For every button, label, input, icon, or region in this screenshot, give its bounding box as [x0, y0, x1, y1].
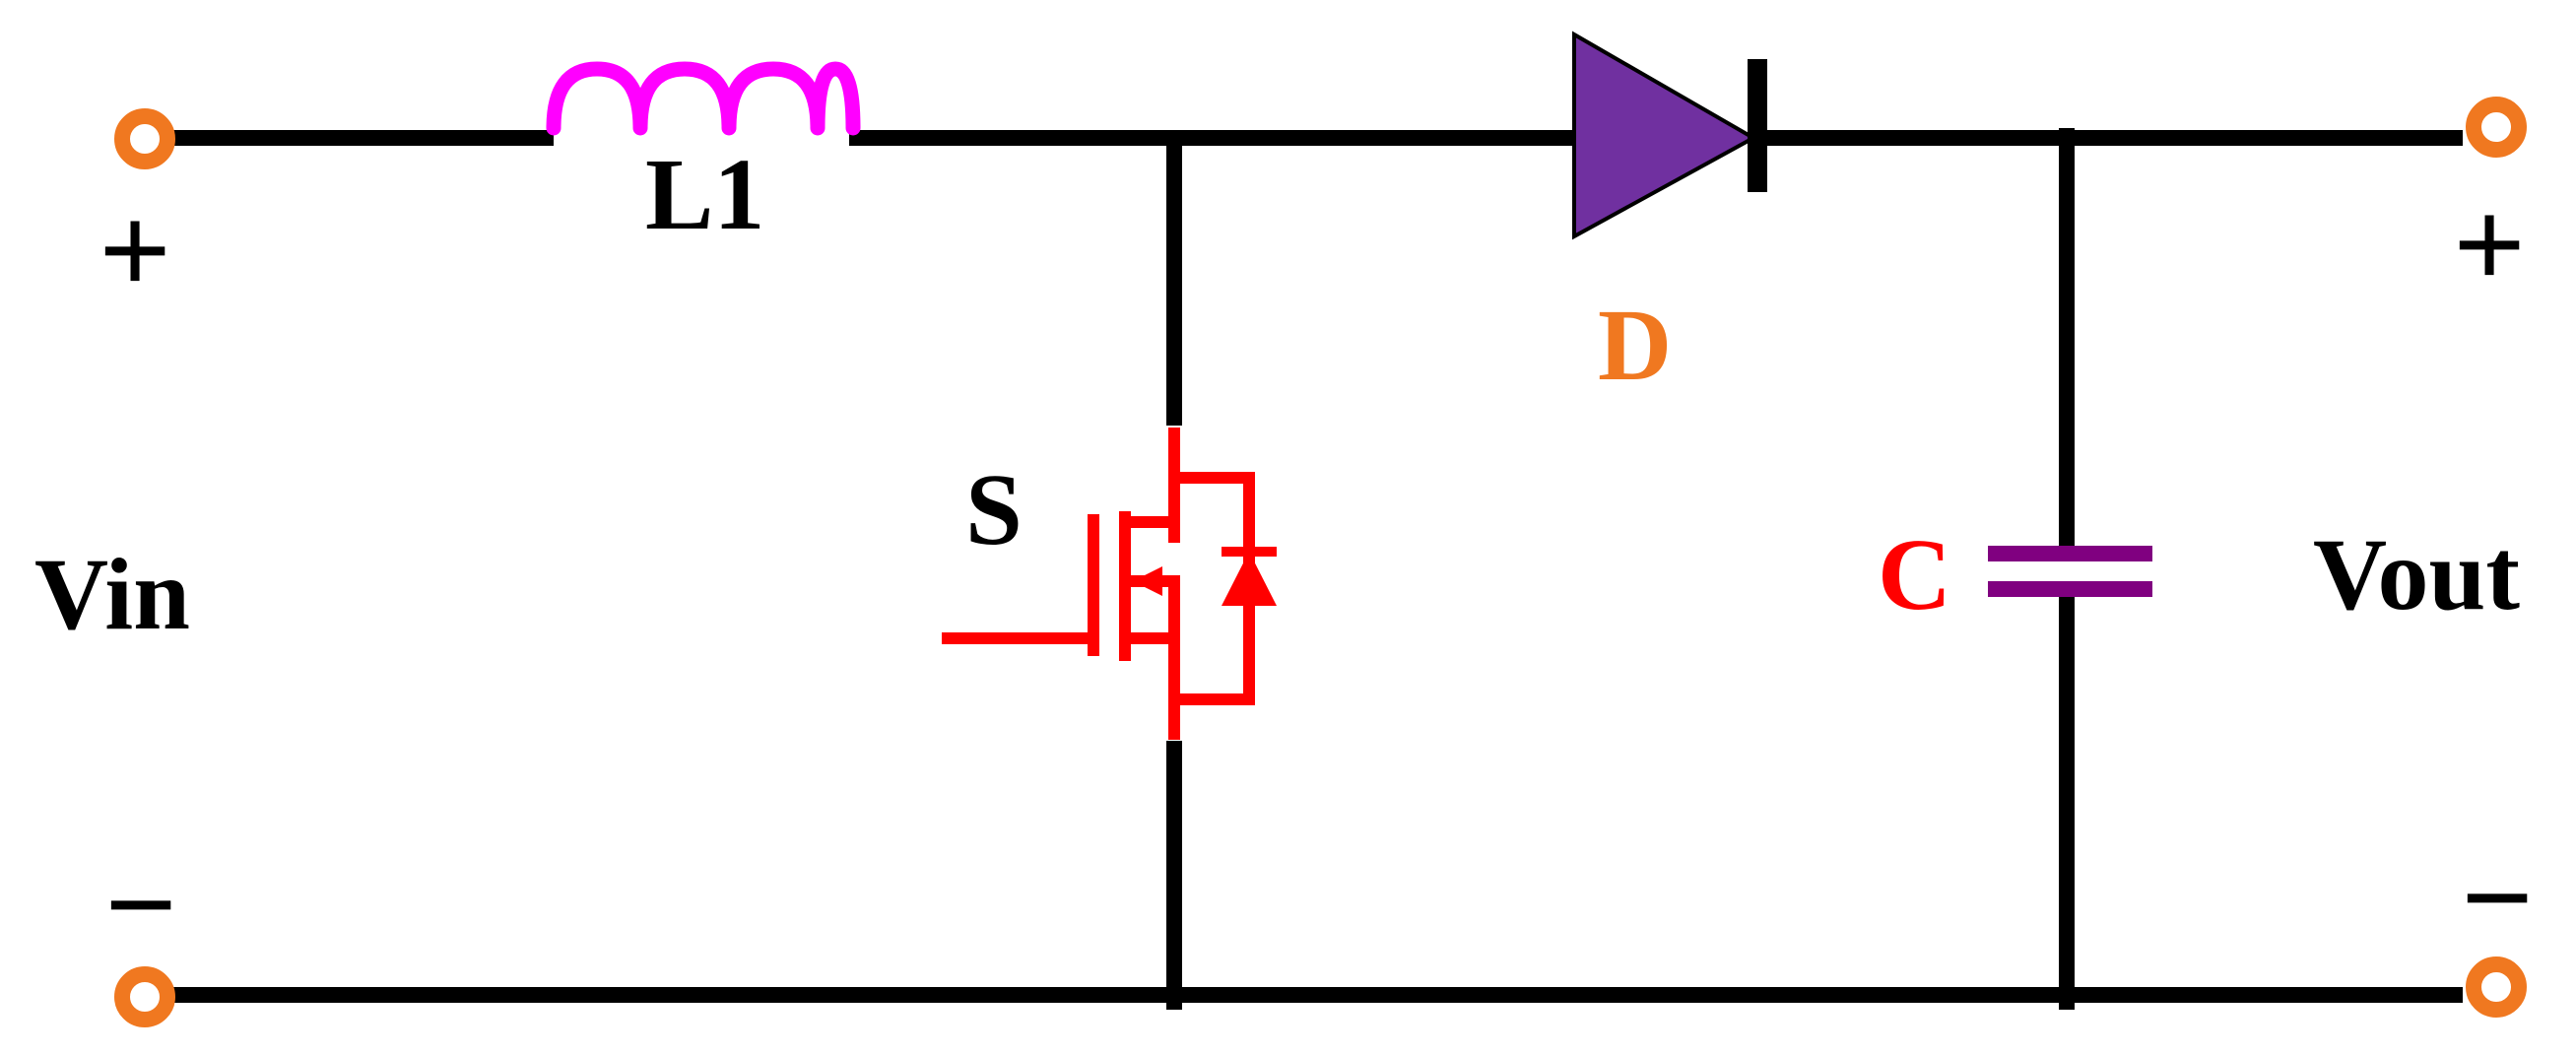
- vin-plus-sign: +: [99, 180, 171, 322]
- mosfet-arrow-icon: [1133, 566, 1162, 596]
- vin-minus-sign: −: [104, 834, 177, 976]
- terminal-vin-plus: [114, 108, 175, 169]
- diode-d: [1572, 31, 1767, 240]
- vout-minus-sign: −: [2461, 827, 2534, 969]
- wires: [148, 128, 2463, 1010]
- inductor-label: L1: [645, 138, 764, 251]
- capacitor-c: [1988, 546, 2152, 597]
- terminal-vin-minus: [114, 966, 175, 1027]
- terminal-vout-minus: [2466, 956, 2527, 1018]
- switch-label: S: [965, 453, 1023, 566]
- diode-label: D: [1598, 289, 1672, 402]
- terminals: [114, 97, 2527, 1027]
- vout-plus-sign: +: [2453, 174, 2526, 316]
- vin-label: Vin: [34, 538, 190, 651]
- vout-label: Vout: [2313, 518, 2520, 631]
- terminal-vout-plus: [2466, 97, 2527, 158]
- inductor-l1: [546, 61, 861, 136]
- mosfet-body-diode: [1222, 547, 1277, 606]
- capacitor-label: C: [1878, 518, 1951, 631]
- mosfet-switch-s: [942, 428, 1255, 740]
- diode-triangle: [1572, 31, 1758, 240]
